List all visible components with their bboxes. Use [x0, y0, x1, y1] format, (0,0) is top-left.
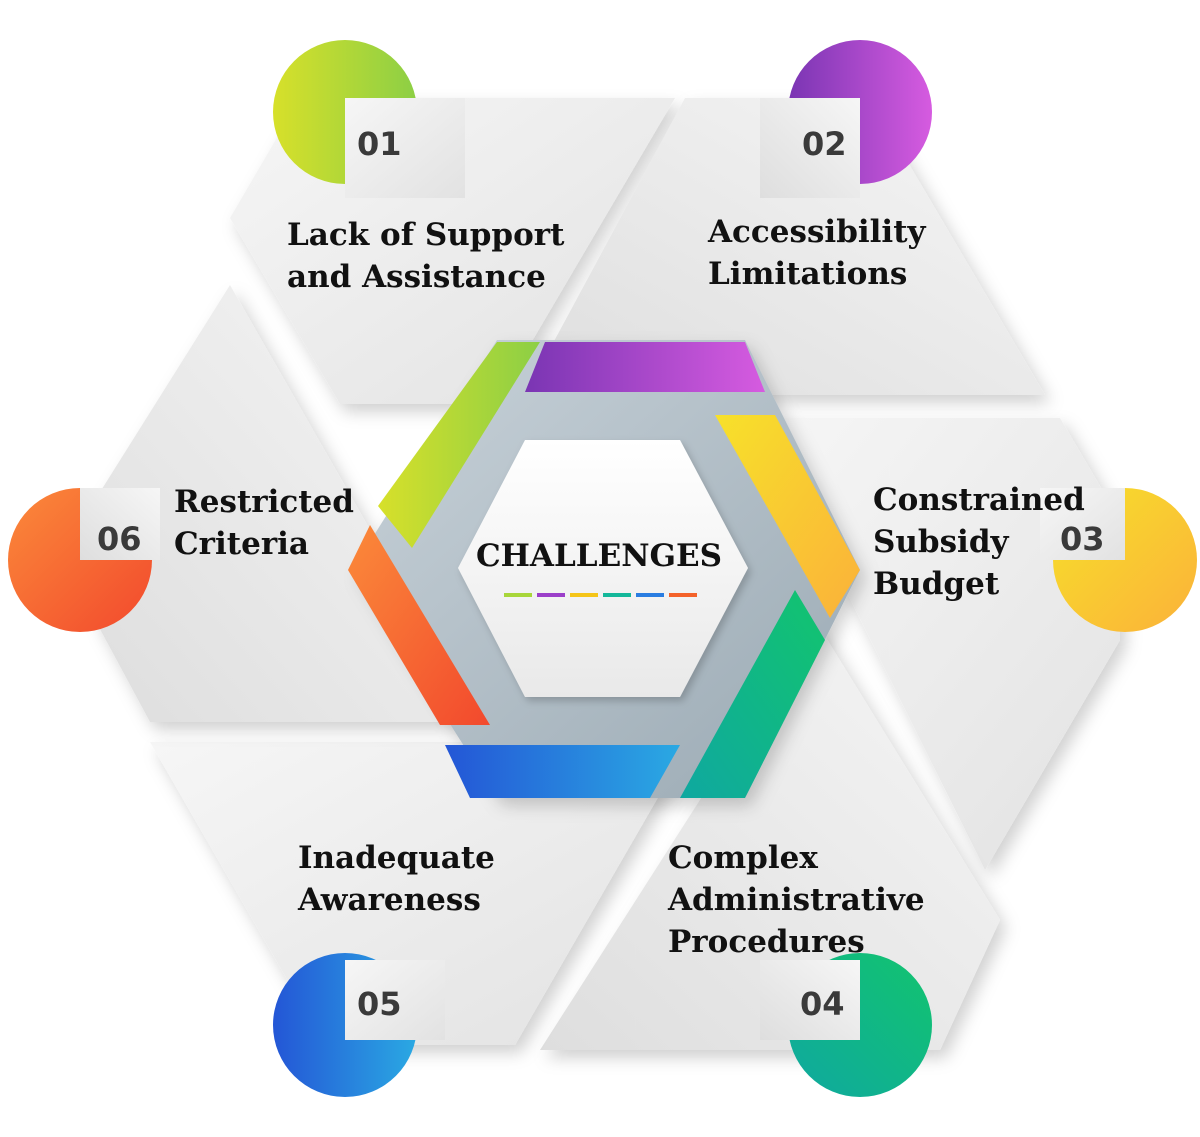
badge-06	[8, 488, 160, 632]
item-06-number: 06	[97, 520, 142, 558]
item-02-number: 02	[802, 125, 847, 163]
underline-segment	[636, 593, 664, 597]
center-title: CHALLENGES	[476, 538, 722, 574]
svg-text:Subsidy: Subsidy	[873, 524, 1010, 560]
underline-segment	[603, 593, 631, 597]
svg-text:Restricted: Restricted	[174, 484, 354, 520]
inner-hexagon	[458, 440, 748, 697]
underline-segment	[669, 593, 697, 597]
svg-text:Limitations: Limitations	[708, 256, 907, 292]
underline-segment	[537, 593, 565, 597]
badge-02	[760, 40, 932, 198]
center-underline	[504, 593, 697, 597]
svg-text:Constrained: Constrained	[873, 482, 1085, 518]
ring-segment-02	[525, 342, 765, 392]
panel-03	[760, 418, 1120, 870]
badge-04	[760, 953, 932, 1097]
svg-text:Awareness: Awareness	[297, 882, 481, 918]
panel-02	[525, 98, 1045, 395]
svg-text:Accessibility: Accessibility	[707, 214, 927, 250]
svg-text:Budget: Budget	[873, 566, 1000, 602]
panel-05	[150, 742, 690, 1045]
ring-segment-03	[715, 415, 860, 618]
ring-segment-04	[680, 590, 825, 798]
badge-05	[273, 953, 445, 1097]
svg-text:Lack of Support: Lack of Support	[287, 217, 565, 253]
item-02-label: Accessibility Limitations	[707, 214, 927, 292]
panel-04	[540, 620, 1000, 1050]
center-ring	[348, 340, 860, 798]
svg-text:Complex: Complex	[668, 840, 818, 876]
svg-text:Criteria: Criteria	[174, 526, 309, 562]
panels	[95, 98, 1120, 1050]
item-04-number: 04	[800, 985, 845, 1023]
badge-01	[273, 40, 465, 198]
item-06-label: Restricted Criteria	[174, 484, 354, 562]
svg-text:Inadequate: Inadequate	[298, 840, 495, 876]
item-05-label: Inadequate Awareness	[297, 840, 495, 918]
number-badges	[8, 40, 1197, 1097]
item-05-number: 05	[357, 985, 402, 1023]
underline-segment	[504, 593, 532, 597]
svg-text:Procedures: Procedures	[668, 924, 865, 960]
item-03-label: Constrained Subsidy Budget	[873, 482, 1085, 602]
badge-03	[1040, 488, 1197, 632]
svg-text:and Assistance: and Assistance	[287, 259, 546, 295]
item-04-label: Complex Administrative Procedures	[667, 840, 925, 960]
svg-text:Administrative: Administrative	[667, 882, 925, 918]
item-03-number: 03	[1060, 520, 1105, 558]
ring-segment-05	[445, 745, 680, 798]
item-01-label: Lack of Support and Assistance	[287, 217, 565, 295]
ring-segment-06	[348, 525, 490, 725]
item-01-number: 01	[357, 125, 402, 163]
ring-segment-01	[378, 342, 540, 548]
underline-segment	[570, 593, 598, 597]
